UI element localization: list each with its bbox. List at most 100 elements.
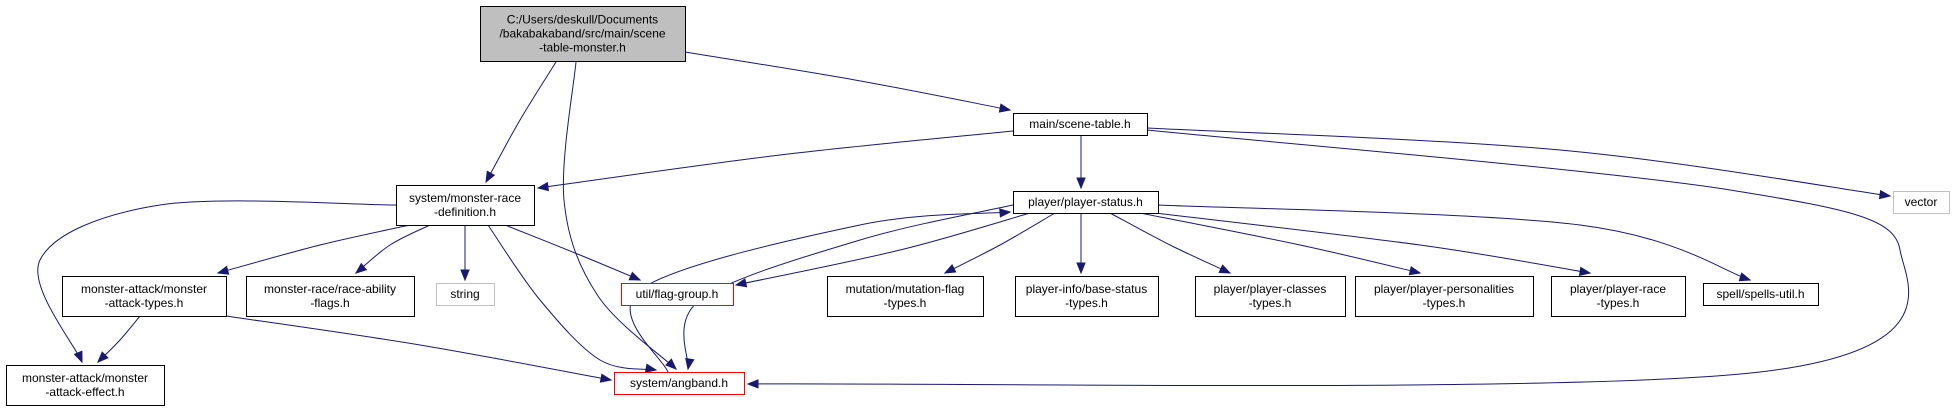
edge-player-status-to-player-personalities-types-arrowhead: [1408, 265, 1422, 276]
node-mon-attack-types[interactable]: monster-attack/monster-attack-types.h: [62, 276, 227, 317]
edge-mon-race-def-to-angband-arrowhead: [644, 363, 658, 373]
node-mutation-flag-types-box: [827, 276, 984, 317]
edge-root-to-scene-table: [684, 51, 1012, 113]
edge-mon-race-def-to-angband: [487, 224, 658, 373]
edge-mon-attack-types-to-angband-arrowhead: [599, 373, 613, 383]
node-race-ability-flags-label-line: -flags.h: [310, 296, 349, 310]
node-scene-table-label-line: main/scene-table.h: [1029, 117, 1130, 131]
node-mon-attack-types-box: [62, 276, 227, 317]
node-scene-table[interactable]: main/scene-table.h: [1013, 113, 1148, 136]
node-mutation-flag-types-label-line: -types.h: [884, 296, 927, 310]
node-base-status-types-label-line: -types.h: [1065, 296, 1108, 310]
edge-mon-attack-types-to-mon-attack-effect: [97, 315, 141, 363]
node-root[interactable]: C:/Users/deskull/Documents/bakabakaband/…: [480, 6, 686, 62]
node-mutation-flag-types[interactable]: mutation/mutation-flag-types.h: [827, 276, 984, 317]
node-mon-attack-effect-label-line: monster-attack/monster: [22, 371, 148, 385]
edge-scene-table-to-angband-line: [747, 129, 1910, 387]
edge-scene-table-to-vector-arrowhead: [1878, 189, 1892, 200]
edge-player-status-to-player-classes-types-line: [1109, 212, 1231, 274]
edge-mon-race-def-to-mon-attack-types: [216, 224, 411, 275]
node-player-race-types-box: [1551, 276, 1686, 317]
edge-player-status-to-mutation-flag-types-line: [944, 212, 1056, 274]
node-flag-group-box: [621, 283, 734, 306]
node-base-status-types-box: [1015, 276, 1159, 317]
node-player-personalities-types-box: [1355, 276, 1534, 317]
edge-mon-race-def-to-flag-group: [504, 224, 642, 281]
edge-root-to-angband-line: [562, 61, 677, 370]
edge-mon-race-def-to-mon-attack-effect-arrowhead: [73, 350, 83, 364]
edge-root-to-mon-race-def-line: [485, 61, 557, 183]
node-race-ability-flags-label-line: monster-race/race-ability: [264, 282, 396, 296]
node-mon-attack-types-label-line: monster-attack/monster: [81, 282, 207, 296]
node-mon-race-def-label-line: -definition.h: [434, 205, 496, 219]
node-mon-attack-effect-label-line: -attack-effect.h: [45, 385, 124, 399]
edge-player-status-to-angband: [683, 204, 1014, 371]
node-race-ability-flags-box: [246, 276, 415, 317]
nodes-layer: C:/Users/deskull/Documents/bakabakaband/…: [6, 6, 1950, 406]
node-mon-race-def[interactable]: system/monster-race-definition.h: [396, 185, 535, 226]
edge-player-status-to-player-race-types: [1154, 212, 1592, 276]
edge-player-status-to-flag-group-line: [735, 212, 1031, 286]
edge-mon-race-def-to-race-ability-flags-line: [355, 224, 431, 274]
edge-player-status-to-mutation-flag-types: [943, 212, 1056, 274]
node-vector-box: [1893, 191, 1950, 214]
node-mon-attack-effect[interactable]: monster-attack/monster-attack-effect.h: [6, 365, 165, 406]
node-player-race-types-label-line: player/player-race: [1570, 282, 1666, 296]
node-mon-race-def-box: [396, 185, 535, 226]
node-player-status-box: [1013, 191, 1159, 214]
node-race-ability-flags[interactable]: monster-race/race-ability-flags.h: [246, 276, 415, 317]
node-mon-attack-types-label-line: -attack-types.h: [105, 296, 184, 310]
node-player-personalities-types-label-line: -types.h: [1423, 296, 1466, 310]
edge-mon-race-def-to-flag-group-line: [504, 224, 641, 281]
node-flag-group[interactable]: util/flag-group.h: [621, 283, 734, 306]
node-player-race-types[interactable]: player/player-race-types.h: [1551, 276, 1686, 317]
edge-player-status-to-player-personalities-types-line: [1139, 212, 1421, 274]
edge-scene-table-to-mon-race-def: [536, 130, 1014, 192]
edge-mon-race-def-to-mon-attack-types-arrowhead: [216, 265, 230, 275]
edge-player-status-to-player-personalities-types: [1139, 212, 1422, 276]
node-player-status-label-line: player/player-status.h: [1028, 195, 1143, 209]
edge-player-status-to-flag-group: [734, 212, 1031, 288]
node-mon-race-def-label-line: system/monster-race: [409, 191, 521, 205]
node-player-race-types-label-line: -types.h: [1597, 296, 1640, 310]
node-string-box: [436, 283, 495, 306]
edge-root-to-angband-arrowhead: [665, 358, 677, 370]
node-base-status-types-label-line: player-info/base-status: [1026, 282, 1147, 296]
node-player-classes-types[interactable]: player/player-classes-types.h: [1195, 276, 1346, 317]
edge-mon-attack-types-to-angband-line: [225, 315, 612, 381]
edge-mon-race-def-to-mon-attack-types-line: [217, 224, 411, 274]
edge-mon-race-def-to-flag-group-arrowhead: [628, 271, 642, 281]
node-player-personalities-types[interactable]: player/player-personalities-types.h: [1355, 276, 1534, 317]
edge-root-to-angband: [562, 61, 677, 370]
edge-scene-table-to-vector: [1146, 127, 1892, 200]
node-player-classes-types-label-line: -types.h: [1249, 296, 1292, 310]
node-vector[interactable]: vector: [1893, 191, 1950, 214]
node-scene-table-box: [1013, 113, 1148, 136]
node-root-label-line: -table-monster.h: [539, 41, 626, 55]
edge-angband-to-player-status: [629, 208, 1012, 373]
edge-player-status-to-spells-util: [1157, 204, 1752, 282]
node-string[interactable]: string: [436, 283, 495, 306]
edge-scene-table-to-angband: [746, 129, 1910, 389]
edge-root-to-scene-table-line: [684, 51, 1011, 111]
edge-mon-race-def-to-race-ability-flags-arrowhead: [354, 262, 368, 274]
node-player-status[interactable]: player/player-status.h: [1013, 191, 1159, 214]
node-base-status-types[interactable]: player-info/base-status-types.h: [1015, 276, 1159, 317]
node-spells-util-box: [1703, 283, 1819, 306]
edge-root-to-mon-race-def-arrowhead: [485, 170, 496, 184]
node-angband[interactable]: system/angband.h: [614, 372, 745, 395]
node-mutation-flag-types-label-line: mutation/mutation-flag: [846, 282, 965, 296]
edge-scene-table-to-angband-arrowhead: [746, 379, 759, 389]
node-angband-label-line: system/angband.h: [630, 376, 728, 390]
node-spells-util-label-line: spell/spells-util.h: [1716, 287, 1804, 301]
edge-player-status-to-player-race-types-line: [1154, 212, 1591, 274]
edge-mon-race-def-to-race-ability-flags: [354, 224, 431, 274]
node-player-personalities-types-label-line: player/player-personalities: [1374, 282, 1514, 296]
edge-mon-attack-types-to-mon-attack-effect-arrowhead: [97, 351, 109, 363]
node-root-label-line: /bakabakaband/src/main/scene: [499, 27, 665, 41]
node-spells-util[interactable]: spell/spells-util.h: [1703, 283, 1819, 306]
edge-player-status-to-base-status-types-arrowhead: [1076, 262, 1086, 275]
edge-root-to-mon-race-def: [485, 61, 557, 184]
edge-mon-attack-types-to-angband: [225, 315, 613, 383]
